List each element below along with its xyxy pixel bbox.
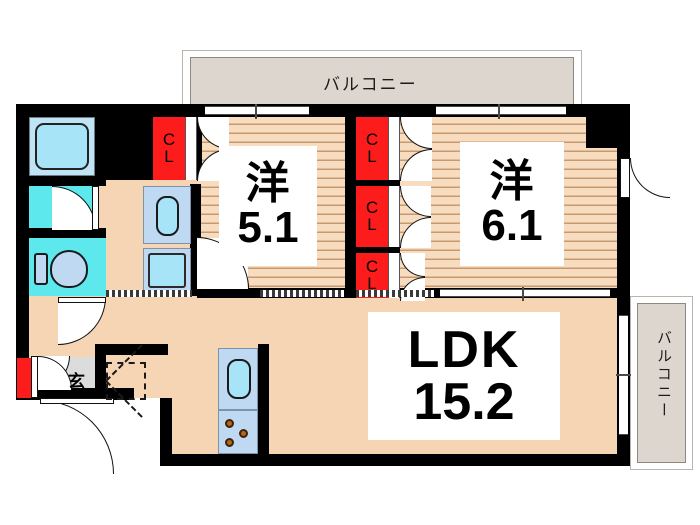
- room-6-1-lower-window[interactable]: [440, 287, 610, 301]
- balcony-top-label: バルコニー: [323, 75, 418, 94]
- room-5-1-size: 5.1: [237, 203, 299, 252]
- room-6-1-label: 洋 6.1: [460, 142, 564, 266]
- interior-wall-wash-right: [190, 184, 201, 296]
- wall-notch-room-6-1: [586, 104, 630, 148]
- washing-machine-outline: [148, 253, 186, 288]
- closet-cl-2-label-bottom: L: [367, 146, 377, 166]
- room-5-1-label: 洋 5.1: [219, 146, 317, 266]
- washbasin-counter: [143, 186, 191, 244]
- closet-cl-4-label-bottom: L: [367, 273, 377, 293]
- room-6-1-size: 6.1: [481, 201, 543, 250]
- kitchen-sink-unit: [218, 348, 258, 410]
- closet-cl-3-door-track[interactable]: [388, 186, 400, 247]
- front-entrance-door-leaf[interactable]: [40, 398, 114, 404]
- window-room-5-1[interactable]: [205, 104, 309, 119]
- kitchen-sink-basin: [227, 359, 251, 399]
- closet-cl-1-label-bottom: L: [164, 146, 174, 166]
- stove-burner-2: [239, 429, 248, 438]
- ldk-label: LDK 15.2: [368, 312, 560, 440]
- hall-to-washroom-door-leaf[interactable]: [58, 297, 106, 303]
- balcony-top: [190, 57, 574, 109]
- genkan-label: 玄: [68, 372, 85, 391]
- interior-wall-kitchen-partition: [258, 344, 269, 456]
- ldk-size: 15.2: [413, 373, 515, 431]
- closet-cl-3-label-bottom: L: [367, 214, 377, 234]
- exterior-wall-right-upper: [617, 104, 630, 301]
- window-room-6-1[interactable]: [436, 104, 566, 119]
- bathroom-door-leaf[interactable]: [92, 186, 99, 230]
- interior-wall-hall-top: [100, 344, 168, 355]
- closet-divider-wall-2: [356, 247, 400, 253]
- window-room-6-1-mullion: [498, 104, 500, 119]
- window-room-5-1-mullion: [255, 104, 257, 119]
- toilet-bowl-icon: [50, 250, 88, 288]
- room-6-1-entry-door-arc[interactable]: [630, 158, 670, 198]
- room-5-1-name: 洋: [245, 159, 291, 208]
- closet-cl-1-door-track[interactable]: [185, 117, 197, 180]
- kitchen-stove-unit: [218, 410, 258, 454]
- interior-wall-bath-horizontal-2: [16, 228, 106, 238]
- room-6-1-name: 洋: [489, 157, 535, 206]
- closet-divider-wall-1: [356, 180, 400, 186]
- closet-cl-2[interactable]: C L: [356, 117, 388, 180]
- interior-wall-room-divider: [345, 110, 356, 298]
- interior-wall-bath-divider: [95, 104, 106, 184]
- balcony-right-label: バルコニー: [655, 330, 672, 420]
- ldk-name: LDK: [407, 321, 521, 379]
- closet-cl-2-door-track[interactable]: [388, 117, 400, 180]
- washroom-sliding-door[interactable]: [106, 290, 192, 297]
- exterior-wall-left: [16, 104, 29, 399]
- window-ldk-right[interactable]: [616, 315, 631, 435]
- stove-burner-3: [225, 438, 234, 447]
- closet-cl-2-label-top: C: [365, 129, 379, 149]
- room-6-1-lower-window-mullion: [522, 287, 524, 301]
- washbasin-bowl: [156, 196, 179, 236]
- room-6-1-entry-door-leaf[interactable]: [620, 158, 630, 198]
- balcony-right: [637, 303, 686, 463]
- washing-machine-space: [143, 248, 191, 293]
- closet-cl-4-label-top: C: [365, 256, 379, 276]
- interior-wall-bath-horizontal-1: [16, 176, 106, 186]
- stove-burner-1: [225, 419, 234, 428]
- shoe-closet[interactable]: [17, 358, 31, 398]
- closet-cl-3-label-top: C: [365, 197, 379, 217]
- closet-cl-3[interactable]: C L: [356, 186, 388, 247]
- bathtub-basin: [35, 123, 89, 170]
- closet-cl-4-door-track[interactable]: [388, 253, 400, 298]
- closet-cl-1[interactable]: C L: [153, 117, 185, 180]
- bathtub: [29, 117, 95, 176]
- exterior-wall-bottom-left-step: [160, 398, 172, 460]
- room-6-1-entry-sliding-door[interactable]: [356, 290, 434, 297]
- toilet-tank-icon: [34, 253, 48, 285]
- under-floor-storage-hatch: [106, 362, 146, 400]
- closet-cl-1-label-top: C: [162, 129, 176, 149]
- window-ldk-right-mullion: [616, 374, 631, 376]
- interior-wall-hall-right: [95, 344, 106, 400]
- room-5-1-entry-sliding-door[interactable]: [260, 290, 344, 297]
- exterior-wall-bottom: [160, 454, 630, 466]
- entrance-door-leaf[interactable]: [31, 356, 38, 398]
